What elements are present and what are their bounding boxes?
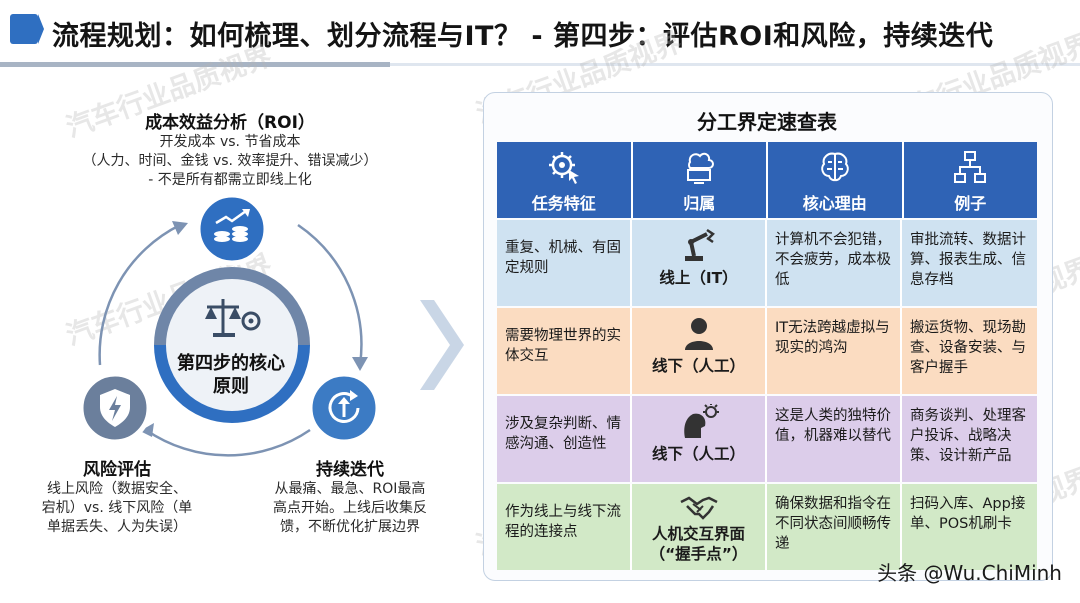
owner-label: 人机交互界面（“握手点”） xyxy=(649,525,748,563)
iterate-desc-line: 馈，不断优化扩展边界 xyxy=(280,519,420,535)
center-line-1: 第四步的核心 xyxy=(177,353,285,374)
cell-example: 扫码入库、App接单、POS机刷卡 xyxy=(902,484,1037,570)
flowchart-icon xyxy=(954,151,987,183)
risk-desc-line: 宕机）vs. 线下风险（单 xyxy=(41,500,193,516)
header-label: 归属 xyxy=(683,194,716,213)
header-owner: 归属 xyxy=(633,142,768,218)
risk-title: 风险评估 xyxy=(83,460,151,480)
person-icon xyxy=(684,318,713,350)
handshake-icon xyxy=(679,496,718,520)
iterate-desc-line: 高点开始。上线后收集反 xyxy=(273,500,427,516)
cycle-arc-bottom xyxy=(145,428,311,457)
cell-reason: IT无法跨越虚拟与现实的鸿沟 xyxy=(767,308,902,394)
table-row: 重复、机械、有固定规则 线上（IT） 计算机不会犯错，不会疲劳，成本极低 审批流… xyxy=(497,220,1037,306)
header-label: 任务特征 xyxy=(531,194,596,213)
cell-reason: 确保数据和指令在不同状态间顺畅传递 xyxy=(767,484,902,570)
owner-label: 线下（人工） xyxy=(651,445,745,463)
division-table: 任务特征 归属 核心理由 例子 xyxy=(497,142,1037,570)
title-underline-light xyxy=(390,63,1080,66)
cell-example: 搬运货物、现场勘查、设备安装、与客户握手 xyxy=(902,308,1037,394)
title-underline xyxy=(0,62,390,67)
arrow-head xyxy=(172,221,188,235)
cycle-diagram xyxy=(78,192,381,457)
cell-reason: 这是人类的独特价值，机器难以替代 xyxy=(767,396,902,482)
risk-desc-line: 线上风险（数据安全、 xyxy=(47,481,187,497)
header-label: 核心理由 xyxy=(802,194,867,213)
iterate-title: 持续迭代 xyxy=(316,460,384,480)
roi-desc-line: 开发成本 vs. 节省成本 xyxy=(159,134,301,150)
cloud-computer-icon xyxy=(687,152,715,184)
footer-credit: 头条 @Wu.ChiMinh xyxy=(877,561,1062,585)
header-examples: 例子 xyxy=(904,142,1038,218)
coins-growth-icon xyxy=(214,209,250,242)
cell-example: 商务谈判、处理客户投诉、战略决策、设计新产品 xyxy=(902,396,1037,482)
cycle-arc-left xyxy=(98,223,181,366)
chevron-right-icon xyxy=(420,300,464,390)
center-ring xyxy=(154,267,310,346)
roi-title: 成本效益分析（ROI） xyxy=(145,113,315,133)
cell-owner: 人机交互界面（“握手点”） xyxy=(632,484,767,570)
title-bar: 流程规划：如何梳理、划分流程与IT？ - 第四步：评估ROI和风险，持续迭代 xyxy=(0,0,1080,70)
header-task-feature: 任务特征 xyxy=(497,142,633,218)
table-row: 需要物理世界的实体交互 线下（人工） IT无法跨越虚拟与现实的鸿沟 搬运货物、现… xyxy=(497,308,1037,394)
roi-desc-line: （人力、时间、金钱 vs. 效率提升、错误减少） xyxy=(82,153,378,169)
cell-example: 审批流转、数据计算、报表生成、信息存档 xyxy=(902,220,1037,306)
cell-feature: 重复、机械、有固定规则 xyxy=(497,220,632,306)
iterate-desc-line: 从最痛、最急、ROI最高 xyxy=(274,481,426,497)
cell-owner: 线上（IT） xyxy=(632,220,767,306)
owner-label: 线上（IT） xyxy=(659,269,738,287)
arrow-head xyxy=(140,423,154,437)
risk-label: 风险评估 线上风险（数据安全、 宕机）vs. 线下风险（单 单据丢失、人为失误） xyxy=(22,455,212,537)
brain-icon xyxy=(820,152,849,182)
gear-cursor-icon xyxy=(548,152,579,184)
cell-feature: 需要物理世界的实体交互 xyxy=(497,308,632,394)
refresh-up-icon xyxy=(328,390,360,423)
iterate-label: 持续迭代 从最痛、最急、ROI最高 高点开始。上线后收集反 馈，不断优化扩展边界 xyxy=(255,455,445,537)
header-label: 例子 xyxy=(954,194,987,213)
cell-feature: 作为线上与线下流程的连接点 xyxy=(497,484,632,570)
risk-desc-line: 单据丢失、人为失误） xyxy=(47,519,187,535)
robot-arm-icon xyxy=(684,228,715,261)
center-line-2: 原则 xyxy=(213,376,249,397)
center-circle xyxy=(154,267,310,423)
arrow-head xyxy=(352,357,368,371)
center-ring xyxy=(154,344,310,423)
owner-label: 线下（人工） xyxy=(651,357,745,375)
table-row: 作为线上与线下流程的连接点 人机交互界面（“握手点”） 确保数据和指令在不同状态… xyxy=(497,484,1037,570)
table-title: 分工界定速查表 xyxy=(697,110,837,134)
title-marker xyxy=(10,14,44,44)
cell-reason: 计算机不会犯错，不会疲劳，成本极低 xyxy=(767,220,902,306)
roi-label: 成本效益分析（ROI） 开发成本 vs. 节省成本 （人力、时间、金钱 vs. … xyxy=(60,108,400,190)
shield-bolt-icon xyxy=(100,389,130,427)
thinking-person-icon xyxy=(683,404,719,438)
table-header-row: 任务特征 归属 核心理由 例子 xyxy=(497,142,1037,218)
cell-owner: 线下（人工） xyxy=(632,308,767,394)
table-row: 涉及复杂判断、情感沟通、创造性 线下（人工） 这是人类的独特价值，机器难以替代 … xyxy=(497,396,1037,482)
center-principle: 第四步的核心 原则 xyxy=(166,352,296,398)
cell-owner: 线下（人工） xyxy=(632,396,767,482)
scale-gear-icon xyxy=(205,299,261,337)
page-title: 流程规划：如何梳理、划分流程与IT？ - 第四步：评估ROI和风险，持续迭代 xyxy=(52,21,994,52)
cell-feature: 涉及复杂判断、情感沟通、创造性 xyxy=(497,396,632,482)
header-core-reason: 核心理由 xyxy=(768,142,904,218)
cycle-arc-right xyxy=(297,223,363,366)
roi-desc-line: - 不是所有都需立即线上化 xyxy=(148,172,312,188)
